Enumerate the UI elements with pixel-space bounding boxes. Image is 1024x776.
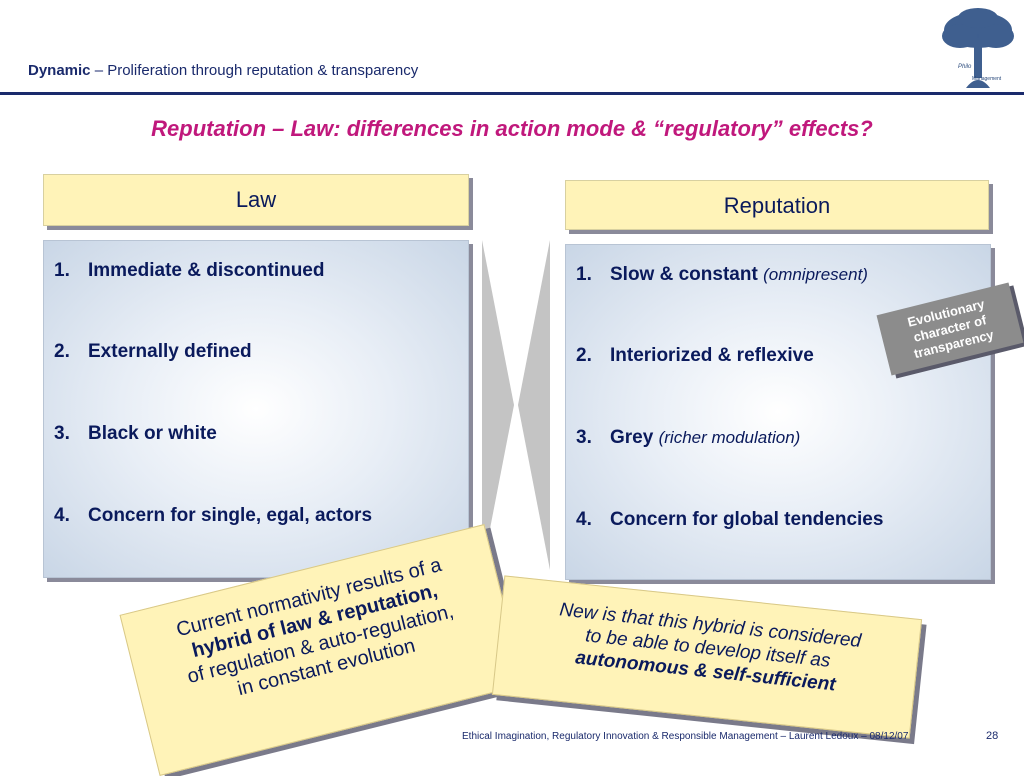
section-title-bold: Dynamic xyxy=(28,62,91,79)
left-arrow-icon xyxy=(518,240,550,570)
law-item: 4.Concern for single, egal, actors xyxy=(54,505,373,526)
reputation-item: 2.Interiorized & reflexive xyxy=(576,345,814,366)
reputation-header: Reputation xyxy=(565,180,989,230)
logo-text-line1: Philo xyxy=(958,64,972,70)
section-title-rest: – Proliferation through reputation & tra… xyxy=(90,62,419,79)
reputation-item: 1.Slow & constant (omnipresent) xyxy=(576,264,868,285)
right-arrow-icon xyxy=(482,240,514,570)
law-item: 2.Externally defined xyxy=(54,341,252,362)
reputation-header-label: Reputation xyxy=(723,193,831,218)
footer-text: Ethical Imagination, Regulatory Innovati… xyxy=(462,731,909,742)
page-number: 28 xyxy=(986,730,999,742)
reputation-item: 3.Grey (richer modulation) xyxy=(576,427,801,448)
section-title: Dynamic – Proliferation through reputati… xyxy=(28,62,418,79)
law-item: 3.Black or white xyxy=(54,423,217,444)
slide-title: Reputation – Law: differences in action … xyxy=(151,116,873,141)
logo-text-line2: Management xyxy=(972,76,1002,82)
header-divider xyxy=(0,92,1024,95)
law-header: Law xyxy=(43,174,469,226)
law-box xyxy=(43,240,469,578)
tree-icon xyxy=(942,8,1014,88)
reputation-box xyxy=(565,244,991,580)
law-item: 1.Immediate & discontinued xyxy=(54,260,325,281)
autonomous-note: New is that this hybrid is considered to… xyxy=(491,575,923,739)
law-header-label: Law xyxy=(235,187,277,212)
reputation-item: 4.Concern for global tendencies xyxy=(576,509,884,530)
